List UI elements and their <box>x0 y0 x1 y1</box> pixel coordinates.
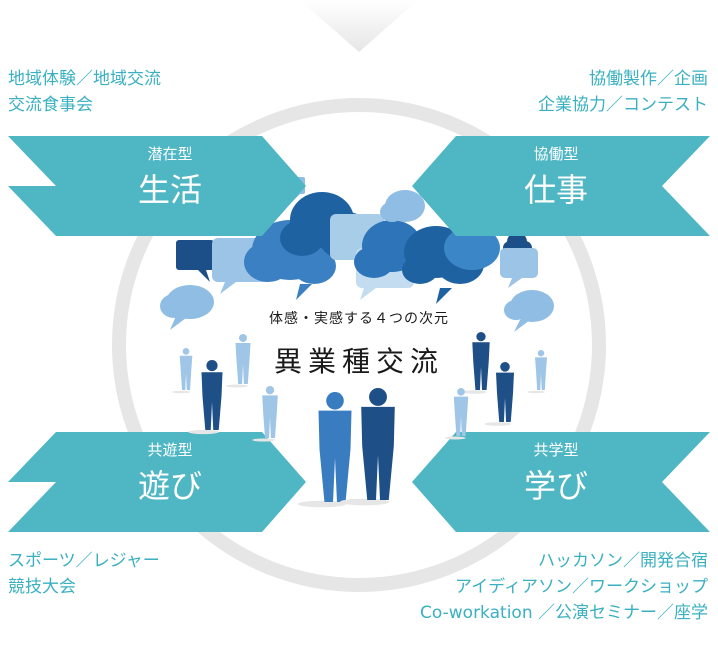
person-silhouette-icon <box>171 348 193 394</box>
annotation-line: 協働製作／企画 <box>589 69 708 89</box>
banner-bottom-right <box>412 432 710 532</box>
quadrant-name: 生活 <box>137 171 202 209</box>
annotation-line: 地域体験／地域交流 <box>8 69 161 89</box>
annotation-line: 交流食事会 <box>8 95 93 115</box>
banner-top-left <box>8 136 306 236</box>
people-group <box>171 332 547 508</box>
person-silhouette-icon <box>527 350 547 394</box>
quadrant-label-bottom-right: 共学型 学び <box>466 440 646 508</box>
person-silhouette-icon <box>252 386 278 442</box>
quadrant-name: 学び <box>523 467 588 505</box>
quadrant-name: 仕事 <box>523 171 588 209</box>
annotation-line: アイディアソン／ワークショップ <box>455 577 708 597</box>
quadrant-label-bottom-left: 共遊型 遊び <box>80 440 260 508</box>
person-silhouette-icon <box>297 392 352 508</box>
banner-top-right <box>412 136 710 236</box>
banner-bottom-left <box>8 432 306 532</box>
person-silhouette-icon <box>339 388 395 506</box>
person-silhouette-icon <box>461 332 490 394</box>
quadrant-type: 共遊型 <box>147 441 193 459</box>
down-arrow-icon <box>300 0 418 52</box>
person-silhouette-icon <box>484 362 514 426</box>
annotation-top-left: 地域体験／地域交流 交流食事会 <box>8 66 161 118</box>
quadrant-type: 協働型 <box>533 145 579 163</box>
center-heading: 体感・実感する４つの次元 異業種交流 <box>219 308 499 380</box>
annotation-line: スポーツ／レジャー <box>8 551 160 571</box>
quadrant-label-top-left: 潜在型 生活 <box>80 144 260 212</box>
speech-bubble-icon <box>500 248 538 288</box>
annotation-line: 企業協力／コンテスト <box>538 95 708 115</box>
speech-bubble-icon <box>444 226 500 270</box>
annotation-top-right: 協働製作／企画 企業協力／コンテスト <box>538 66 708 118</box>
speech-bubble-icon <box>176 240 214 282</box>
annotation-line: 競技大会 <box>8 577 76 597</box>
speech-bubble-icon <box>380 190 425 222</box>
quadrant-type: 潜在型 <box>147 145 193 163</box>
person-silhouette-icon <box>226 334 251 388</box>
quadrant-name: 遊び <box>137 467 202 505</box>
speech-bubble-cluster <box>160 177 554 332</box>
center-title: 異業種交流 <box>273 345 444 378</box>
annotation-bottom-left: スポーツ／レジャー 競技大会 <box>8 548 160 600</box>
person-silhouette-icon <box>188 360 223 435</box>
center-subtitle: 体感・実感する４つの次元 <box>269 311 449 327</box>
annotation-bottom-right: ハッカソン／開発合宿 アイディアソン／ワークショップ Co-workation … <box>420 548 708 626</box>
outer-ring <box>112 98 606 592</box>
speech-bubble-icon <box>160 285 214 330</box>
annotation-line: ハッカソン／開発合宿 <box>538 551 708 571</box>
person-silhouette-icon <box>444 388 469 440</box>
speech-bubble-icon <box>504 290 554 332</box>
annotation-line: Co-workation ／公演セミナー／座学 <box>420 603 708 623</box>
quadrant-label-top-right: 協働型 仕事 <box>466 144 646 212</box>
quadrant-type: 共学型 <box>533 441 579 459</box>
